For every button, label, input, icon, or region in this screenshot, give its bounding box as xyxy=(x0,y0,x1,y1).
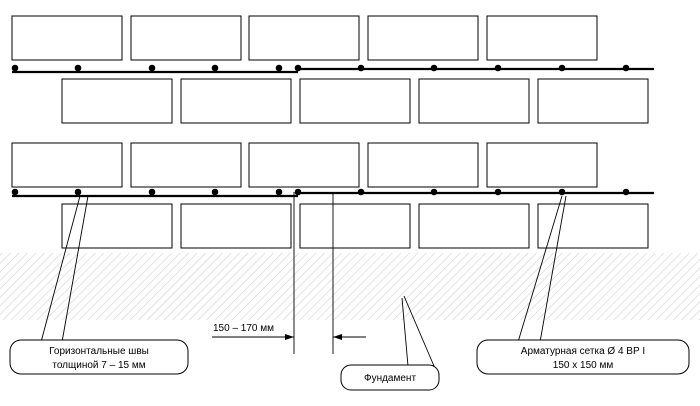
mesh-rod-upper-5 xyxy=(275,64,283,72)
brick-row1-1 xyxy=(11,15,123,61)
reinforcement-mesh-layer xyxy=(11,64,654,198)
mesh-rod-lower-11 xyxy=(622,188,630,196)
brick-row4-2 xyxy=(180,203,292,249)
leader-joints-b xyxy=(61,195,89,343)
overlap-dimension xyxy=(212,192,366,354)
overlap-dimension-label: 150 – 170 мм xyxy=(213,323,274,334)
mesh-rod-upper-9 xyxy=(494,64,502,72)
mesh-rod-lower-2 xyxy=(74,188,82,196)
mesh-rod-upper-7 xyxy=(357,64,365,72)
dimension-arrow-left xyxy=(285,334,294,340)
brick-row2-3 xyxy=(299,78,411,124)
brick-row2-2 xyxy=(180,78,292,124)
mesh-rod-lower-1 xyxy=(11,188,19,196)
brick-row3-4 xyxy=(367,142,479,188)
mesh-rod-upper-2 xyxy=(74,64,82,72)
leader-mesh-a xyxy=(517,195,563,343)
joints-callout-box xyxy=(9,339,189,375)
mesh-rod-lower-10 xyxy=(558,188,566,196)
brick-row2-5 xyxy=(537,78,649,124)
brick-row4-1 xyxy=(61,203,173,249)
mesh-rod-lower-6 xyxy=(294,188,302,196)
brick-row1-4 xyxy=(367,15,479,61)
mesh-rod-upper-3 xyxy=(148,64,156,72)
mesh-callout-line1: Арматурная сетка Ø 4 ВР I xyxy=(521,346,645,357)
brick-row4-4 xyxy=(418,203,530,249)
mesh-rod-upper-6 xyxy=(294,64,302,72)
foundation-callout-label: Фундамент xyxy=(364,373,416,384)
joints-callout-line1: Горизонтальные швы xyxy=(49,346,149,357)
foundation-callout-box xyxy=(340,364,440,391)
leader-joints-a xyxy=(40,195,81,343)
mesh-rod-upper-10 xyxy=(558,64,566,72)
brick-row1-5 xyxy=(486,15,598,61)
mesh-rod-lower-3 xyxy=(148,188,156,196)
joints-callout-line2: толщиной 7 – 15 мм xyxy=(52,360,145,371)
brick-row3-3 xyxy=(248,142,360,188)
brick-row3-1 xyxy=(11,142,123,188)
leader-foundation-b xyxy=(403,295,435,367)
brick-row2-1 xyxy=(61,78,173,124)
brick-row4-3 xyxy=(299,203,411,249)
dimension-arrow-right xyxy=(333,334,342,340)
brick-row1-2 xyxy=(130,15,242,61)
mesh-callout-box xyxy=(476,339,690,375)
brick-row4-5 xyxy=(537,203,649,249)
leader-lines xyxy=(40,195,567,367)
leader-mesh-b xyxy=(539,195,567,343)
mesh-rod-upper-8 xyxy=(430,64,438,72)
mesh-rod-lower-9 xyxy=(494,188,502,196)
mesh-rod-lower-5 xyxy=(275,188,283,196)
brick-layer xyxy=(11,15,649,249)
brick-row1-3 xyxy=(248,15,360,61)
mesh-rod-upper-4 xyxy=(211,64,219,72)
brick-row2-4 xyxy=(418,78,530,124)
brick-row3-5 xyxy=(486,142,598,188)
mesh-rod-lower-7 xyxy=(357,188,365,196)
foundation-hatch xyxy=(0,253,700,320)
mesh-rod-upper-1 xyxy=(11,64,19,72)
mesh-callout-line2: 150 x 150 мм xyxy=(553,360,614,371)
mesh-rod-lower-8 xyxy=(430,188,438,196)
brick-row3-2 xyxy=(130,142,242,188)
leader-foundation-a xyxy=(401,297,409,367)
mesh-rod-lower-4 xyxy=(211,188,219,196)
mesh-rod-upper-11 xyxy=(622,64,630,72)
